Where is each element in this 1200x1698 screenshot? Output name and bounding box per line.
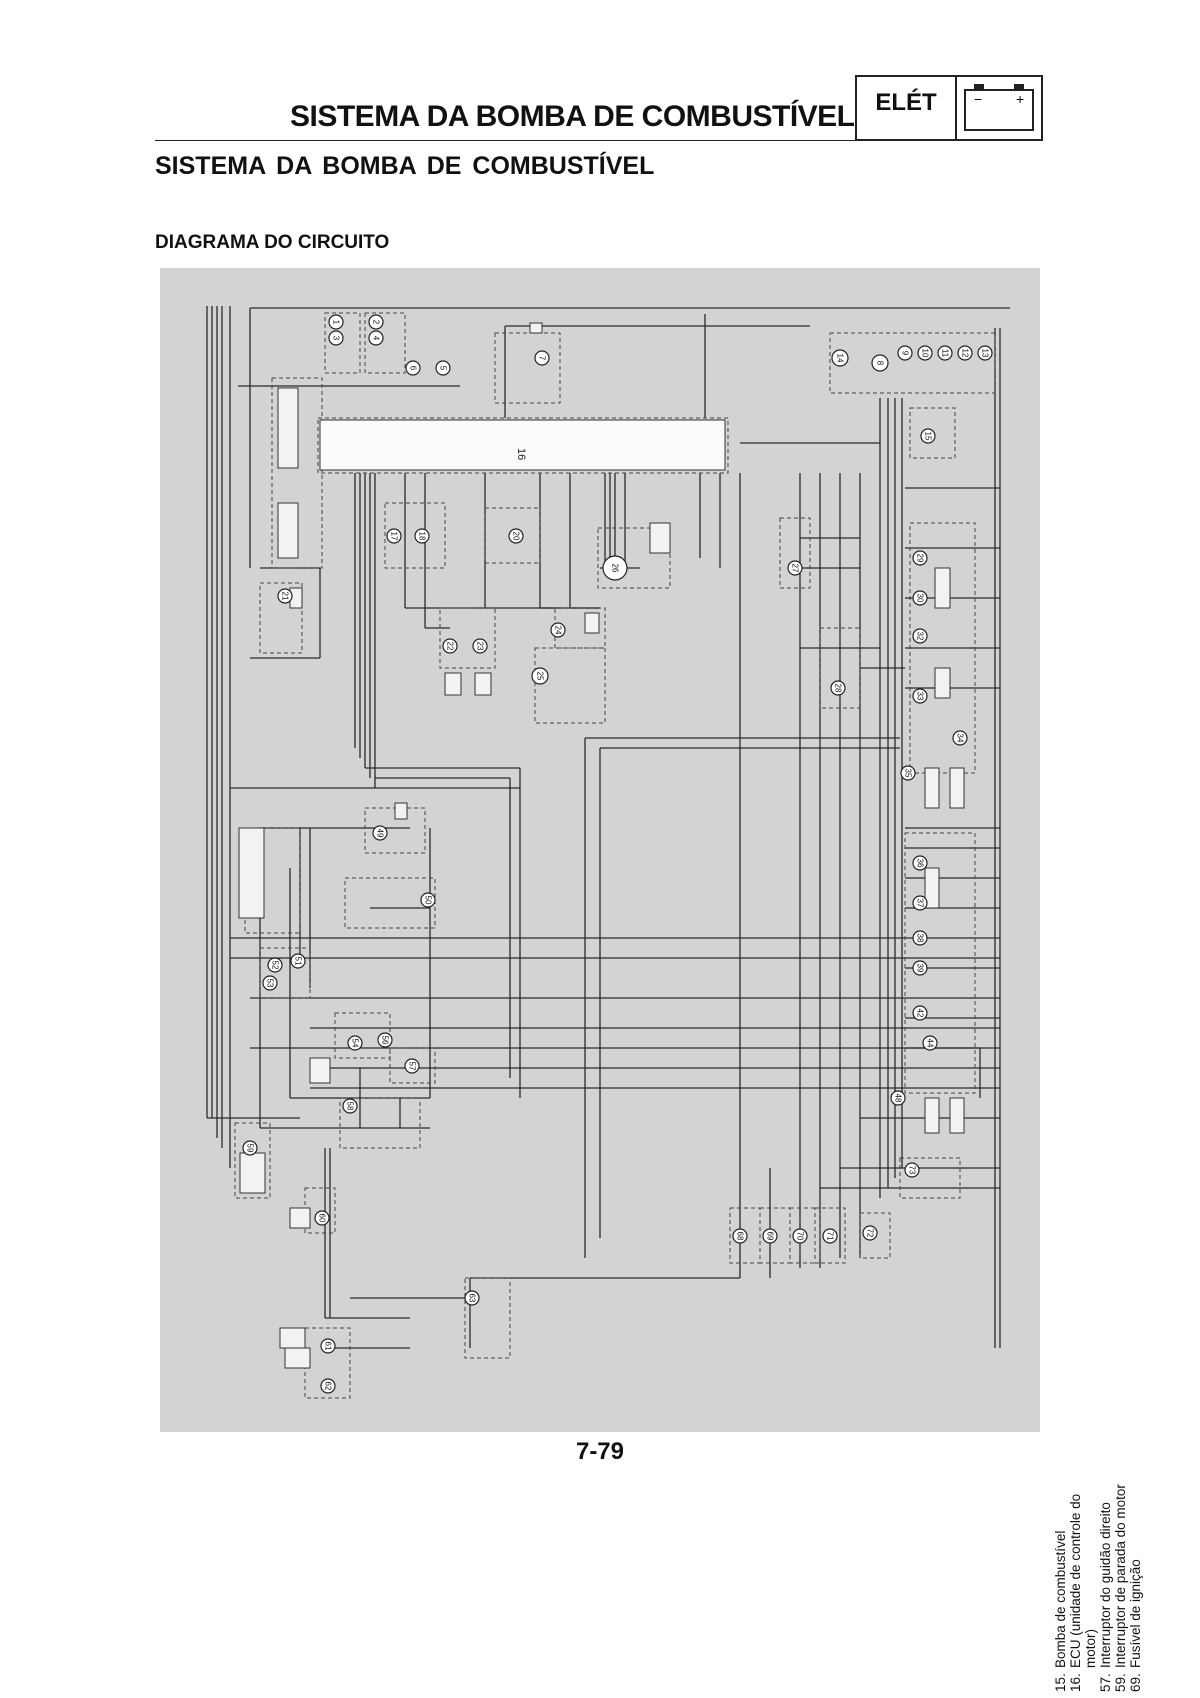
component-number: 62	[324, 1382, 333, 1391]
component-number: 36	[916, 859, 925, 868]
component-number: 30	[916, 594, 925, 603]
component-number: 28	[834, 684, 843, 693]
page-header-title: SISTEMA DA BOMBA DE COMBUSTÍVEL	[290, 100, 855, 133]
component-number: 22	[446, 642, 455, 651]
component-number: 3	[332, 336, 341, 341]
component-number: 61	[324, 1342, 333, 1351]
component-number: 20	[512, 532, 521, 541]
component-number: 63	[468, 1294, 477, 1303]
component-number: 17	[390, 532, 399, 541]
component-number: 27	[791, 564, 800, 573]
legend-text: Interruptor do guidão direito	[1098, 1502, 1113, 1668]
component-number: 18	[418, 532, 427, 541]
ecu-label: 16	[515, 448, 527, 460]
section-badge: ELÉT − +	[855, 75, 1043, 141]
component-number: 50	[424, 896, 433, 905]
component-circles	[242, 314, 993, 1394]
component-number: 14	[836, 354, 845, 363]
component-number: 57	[408, 1062, 417, 1071]
component-number: 25	[536, 672, 545, 681]
component-number: 35	[904, 769, 913, 778]
component-number: 10	[921, 349, 930, 358]
legend-item: 59. Interruptor de parada do motor	[1113, 1482, 1128, 1692]
subsection-title: DIAGRAMA DO CIRCUITO	[155, 232, 390, 253]
component-number: 32	[916, 632, 925, 641]
component-number: 33	[916, 692, 925, 701]
component-number: 11	[941, 349, 950, 358]
legend-text: ECU (unidade de controle do motor)	[1068, 1493, 1098, 1668]
component-number: 1	[332, 320, 341, 325]
component-number: 70	[796, 1232, 805, 1241]
component-number: 72	[866, 1229, 875, 1238]
legend-list: 15. Bomba de combustível 16. ECU (unidad…	[1049, 1476, 1199, 1698]
component-number: 44	[926, 1039, 935, 1048]
component-number: 58	[346, 1102, 355, 1111]
legend-item: 69. Fusível de ignição	[1128, 1482, 1143, 1692]
component-number: 21	[281, 592, 290, 601]
component-number: 69	[766, 1232, 775, 1241]
battery-minus-sign: −	[974, 91, 982, 107]
component-number: 34	[956, 734, 965, 743]
legend-number: 59.	[1113, 1673, 1128, 1692]
legend-number: 16.	[1068, 1673, 1083, 1692]
component-number: 12	[961, 349, 970, 358]
component-number: 60	[318, 1214, 327, 1223]
component-number: 13	[981, 349, 990, 358]
page-number: 7-79	[575, 1438, 625, 1465]
component-number: 42	[916, 1009, 925, 1018]
component-number: 54	[351, 1039, 360, 1048]
component-number: 68	[736, 1232, 745, 1241]
component-number: 38	[916, 934, 925, 943]
component-number: 73	[908, 1166, 917, 1175]
component-number: 24	[554, 626, 563, 635]
component-number: 9	[901, 351, 910, 356]
legend-number: 57.	[1098, 1673, 1113, 1692]
header-rule	[155, 140, 855, 141]
component-number: 6	[409, 366, 418, 371]
component-number: 26	[611, 564, 620, 573]
component-number: 7	[538, 356, 547, 361]
component-number: 4	[372, 336, 381, 341]
legend-item: 16. ECU (unidade de controle do motor)	[1068, 1482, 1098, 1692]
component-number: 49	[376, 829, 385, 838]
legend-item: 57. Interruptor do guidão direito	[1098, 1482, 1113, 1692]
battery-icon: − +	[957, 77, 1041, 139]
legend-text: Fusível de ignição	[1128, 1559, 1143, 1668]
component-boxes	[234, 312, 996, 1399]
component-number: 52	[271, 961, 280, 970]
circuit-diagram-drawing: 16 1234567891011121314151718202122232425…	[206, 306, 1010, 1399]
component-number: 37	[916, 899, 925, 908]
component-number: 56	[381, 1036, 390, 1045]
legend-text: Bomba de combustível	[1053, 1530, 1068, 1668]
component-number: 15	[924, 432, 933, 441]
component-number: 71	[826, 1232, 835, 1241]
component-number: 2	[372, 320, 381, 325]
component-number: 53	[266, 979, 275, 988]
component-number: 29	[916, 554, 925, 563]
badge-text: ELÉT	[857, 77, 957, 139]
battery-plus-sign: +	[1016, 91, 1024, 107]
legend-number: 15.	[1053, 1673, 1068, 1692]
component-number: 39	[916, 964, 925, 973]
component-number: 8	[876, 361, 885, 366]
component-number: 48	[894, 1094, 903, 1103]
component-number: 5	[439, 366, 448, 371]
connectors	[238, 322, 965, 1369]
legend-item: 15. Bomba de combustível	[1053, 1482, 1068, 1692]
legend-text: Interruptor de parada do motor	[1113, 1484, 1128, 1668]
legend-number: 69.	[1128, 1673, 1143, 1692]
section-title: SISTEMA DA BOMBA DE COMBUSTÍVEL	[155, 152, 655, 180]
component-number: 23	[476, 642, 485, 651]
legend-box: 15. Bomba de combustível 16. ECU (unidad…	[1049, 1476, 1199, 1698]
component-number: 59	[246, 1144, 255, 1153]
component-number: 51	[294, 957, 303, 966]
